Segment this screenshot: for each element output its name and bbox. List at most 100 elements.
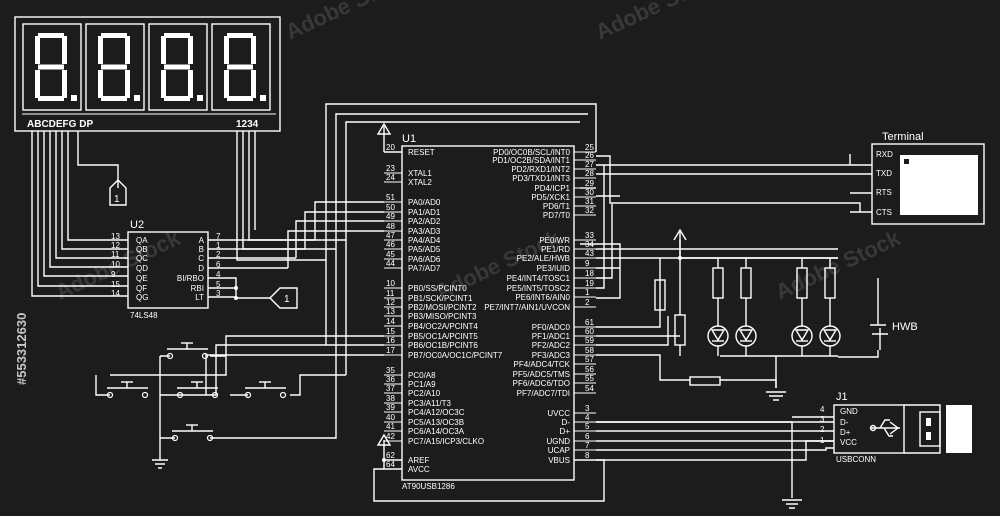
u2-pin-name: BI/RBO	[177, 274, 204, 283]
u1-pin-num: 20	[386, 143, 395, 152]
u1-pin-num: 51	[386, 193, 395, 202]
j1-pin-4: 4	[820, 405, 825, 414]
seven-segment-display: ABCDEFG DP 1234	[14, 16, 281, 132]
decimal-point	[197, 95, 203, 101]
wire-top-loop	[325, 103, 597, 260]
u1-pin-num: 49	[386, 212, 395, 221]
push-button	[166, 342, 209, 360]
u1-pin-num: 57	[585, 355, 594, 364]
u1-pin-name: PB5/OC1A/PCINT5	[408, 332, 478, 341]
decimal-point	[134, 95, 140, 101]
u1-pin-name: PE3/IUID	[537, 264, 571, 273]
u1-pin-num: 32	[585, 206, 594, 215]
segment	[227, 33, 253, 38]
u1-pin-name: PA5/AD5	[408, 245, 441, 254]
led-gnd	[766, 391, 786, 401]
u1-pin-name: PE4/INT4/TOSC1	[507, 274, 571, 283]
segment	[62, 70, 67, 98]
u2-pin-num: 9	[111, 270, 116, 279]
j1-pin-2: 2	[820, 425, 825, 434]
segment	[251, 36, 256, 64]
u1-pin-num: 40	[386, 413, 395, 422]
segment-bus: 1	[31, 131, 128, 297]
u1-pin-num: 30	[585, 188, 594, 197]
u1-pin-name: PD4/ICP1	[534, 184, 570, 193]
led-with-resistor	[791, 258, 813, 356]
wire-seg-a	[31, 131, 128, 297]
u1-pin-name: PC3/A11/T3	[408, 399, 452, 408]
u2-pin-num: 3	[216, 289, 221, 298]
u1-pin-num: 24	[386, 173, 395, 182]
u1-pin-num: 61	[585, 318, 594, 327]
u1-pin-num: 56	[585, 365, 594, 374]
push-button	[244, 381, 287, 399]
u1-pin-name: PA3/AD3	[408, 227, 441, 236]
u1-pin-name: PE6/INT6/AIN0	[515, 293, 570, 302]
segment	[161, 36, 166, 64]
u1-pin-name: PE5/INT5/TOSC2	[507, 284, 571, 293]
u1-pin-num: 59	[585, 336, 594, 345]
j1-pin-3: 3	[820, 415, 825, 424]
segment	[35, 36, 40, 64]
u1-pin-name: PA1/AD1	[408, 208, 441, 217]
power-symbols	[376, 122, 402, 470]
display-digits	[22, 23, 271, 111]
u1-pin-name: PF5/ADC5/TMS	[513, 370, 570, 379]
u2-pin-num: 12	[111, 241, 120, 250]
u1-pin-num: 58	[585, 346, 594, 355]
u1-pin-name: PB1/SCK/PCINT1	[408, 294, 473, 303]
u2-pin-name: A	[199, 236, 205, 245]
u1-pins: 20RESET23XTAL124XTAL251PA0/AD050PA1/AD14…	[384, 143, 596, 474]
u1-pin-name: PD0/OC0B/SCL/INT0	[493, 148, 570, 157]
decimal-point	[260, 95, 266, 101]
u1-pin-name: PE2/ALE/HWB	[517, 254, 570, 263]
u2-pin-num: 11	[111, 250, 120, 259]
segment	[227, 96, 253, 101]
net-flag-lt	[269, 287, 298, 309]
u1-pin-num: 43	[585, 249, 594, 258]
u1-pin-name: PC1/A9	[408, 380, 436, 389]
u1-pin-num: 19	[585, 279, 594, 288]
u1-pin-num: 37	[386, 384, 395, 393]
u1-pin-name: PF3/ADC3	[532, 351, 571, 360]
u1-pin-num: 44	[386, 259, 395, 268]
vcc-pot	[673, 228, 687, 241]
u1-pin-num: 48	[386, 222, 395, 231]
u1-pin-num: 31	[585, 197, 594, 206]
u2-part: 74LS48	[130, 311, 158, 320]
terminal-title: Terminal	[882, 131, 924, 143]
u1-pin-num: 23	[386, 164, 395, 173]
terminal-pin-cts: CTS	[876, 208, 892, 217]
u1-pin-name: PC0/A8	[408, 371, 436, 380]
u1-pin-name: PC6/A14/OC3A	[408, 427, 465, 436]
segment	[38, 64, 64, 70]
u1-pin-num: 38	[386, 394, 395, 403]
j1-body	[833, 404, 905, 454]
u1-pin-name: PB3/MISO/PCINT3	[408, 312, 477, 321]
u1-pin-name: PD7/T0	[543, 211, 571, 220]
u1-pin-num: 13	[386, 307, 395, 316]
terminal-body	[871, 143, 985, 225]
u1-pin-name: XTAL2	[408, 178, 432, 187]
u1-pin-name: UGND	[546, 437, 570, 446]
u2-pin-name: QD	[136, 264, 148, 273]
terminal-pin-rxd: RXD	[876, 150, 893, 159]
display-left-label: ABCDEFG DP	[27, 119, 93, 130]
u1-pin-num: 14	[386, 317, 395, 326]
led-with-resistor	[735, 258, 757, 356]
hwb-switch: HWB	[838, 278, 918, 358]
display-outline	[14, 16, 281, 132]
u1-pin-num: 60	[585, 327, 594, 336]
wire-seg-g	[67, 131, 128, 241]
u1-pin-name: PD1/OC2B/SDA/INT1	[492, 156, 570, 165]
usb-connector: J1 USBCONN GND D- D+ VCC 4 3 2 1	[373, 391, 972, 509]
u2-body	[127, 231, 209, 309]
u1-pin-name: PB2/MOSI/PCINT2	[408, 303, 477, 312]
push-button	[106, 381, 149, 399]
u1-pin-name: PB7/OC0A/OC1C/PCINT7	[408, 351, 503, 360]
u1-pin-num: 46	[386, 240, 395, 249]
u1-pin-name: PC5/A13/OC3B	[408, 418, 464, 427]
u2-pin-num: 14	[111, 289, 120, 298]
